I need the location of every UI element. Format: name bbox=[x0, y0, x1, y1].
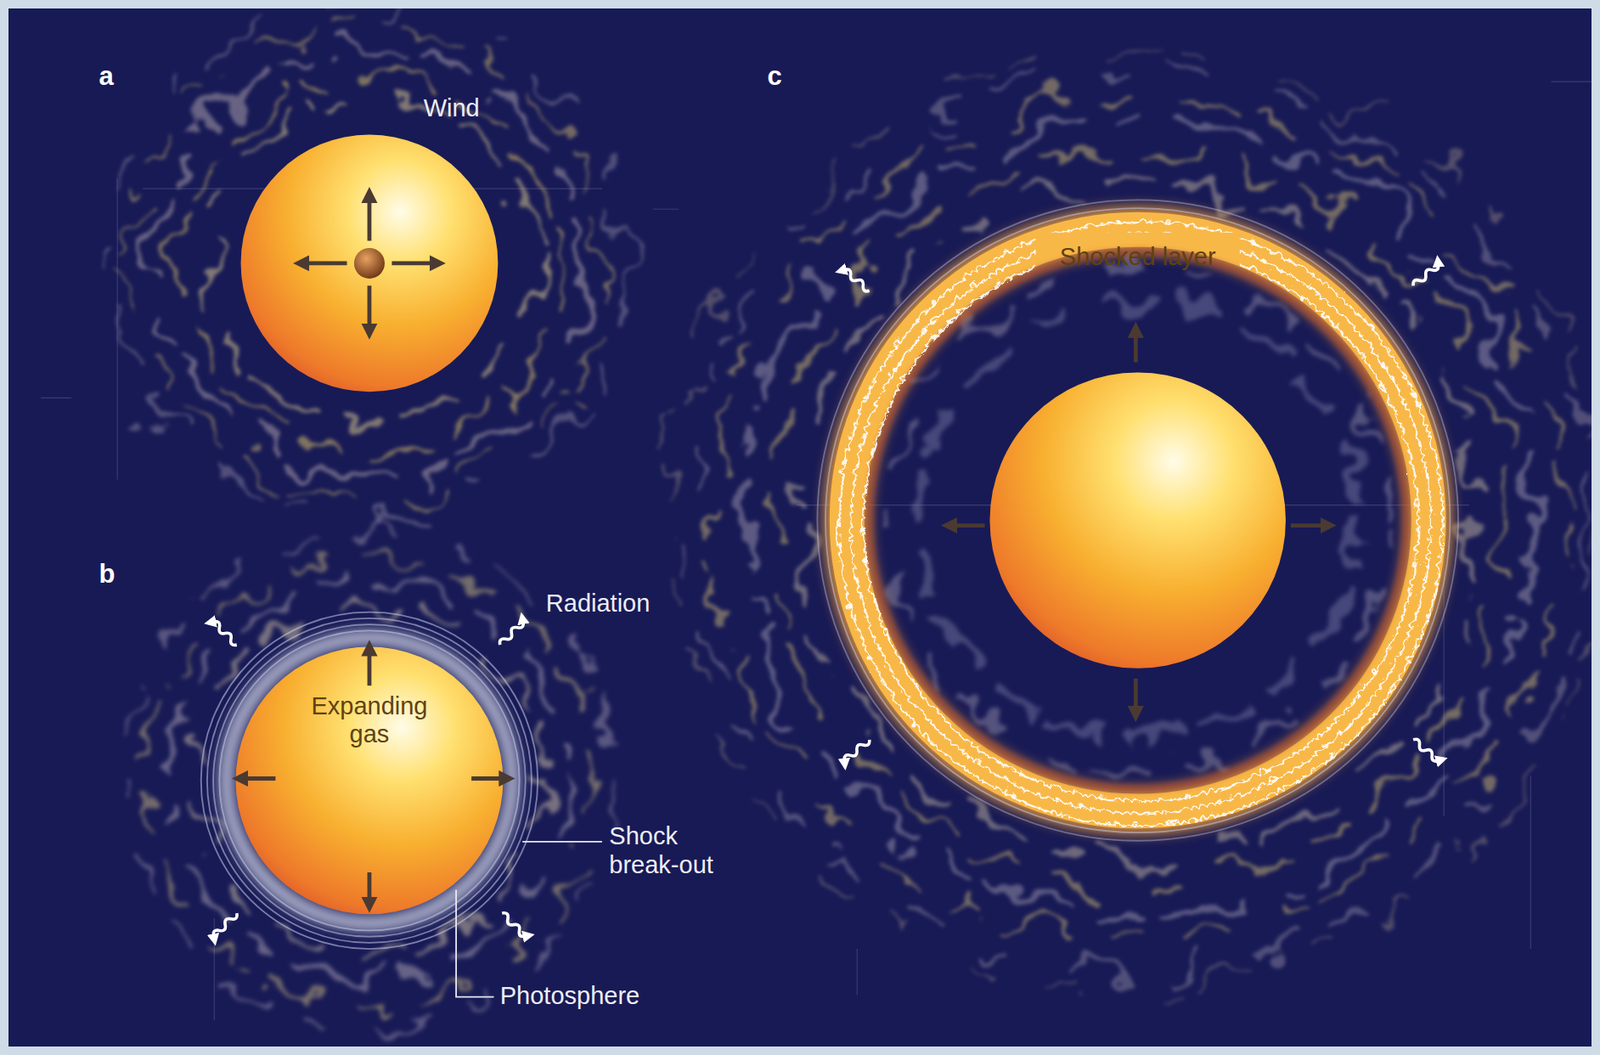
radiation-label: Radiation bbox=[546, 589, 651, 618]
gas-label: Expanding gas bbox=[294, 692, 444, 750]
figure-panel: aWind bRadiationExpanding gasShock break-… bbox=[8, 8, 1592, 1047]
panel-letter: c bbox=[767, 61, 783, 92]
panel-letter: b bbox=[99, 558, 116, 590]
shock-label: Shock break-out bbox=[608, 822, 750, 879]
supernova-illustration bbox=[8, 8, 1592, 1047]
photosphere-label: Photosphere bbox=[500, 981, 640, 1010]
panel-letter: a bbox=[99, 61, 114, 92]
layer-label: Shocked layer bbox=[1059, 242, 1217, 271]
wind-label: Wind bbox=[423, 94, 480, 123]
